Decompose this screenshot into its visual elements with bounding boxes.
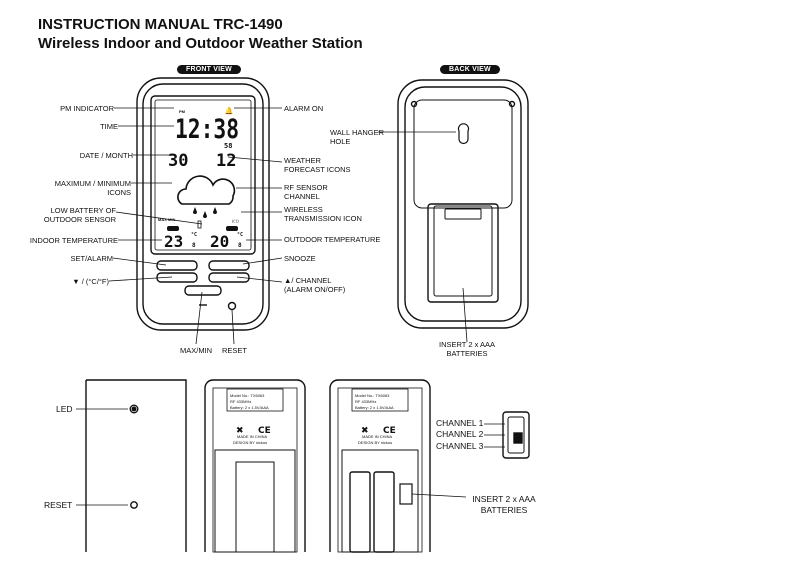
label-channel-1: CHANNEL 1 xyxy=(436,418,484,428)
label-outdoor-temperature: OUTDOOR TEMPERATURE xyxy=(284,235,381,244)
manual-title: INSTRUCTION MANUAL TRC-1490 xyxy=(38,16,283,33)
sensor-plate-1: Model No.: TX6063 RF 433MHz Battery: 2 x… xyxy=(230,393,271,445)
front-device xyxy=(136,77,270,331)
lcd-display: PM 🔔 12:38 58 30 12 MAX MIN ((·)) 23 8 °… xyxy=(158,106,243,251)
sensor-open xyxy=(329,379,530,553)
lcd-day: 30 xyxy=(168,151,188,171)
label-low-battery: LOW BATTERY OF OUTDOOR SENSOR xyxy=(43,206,116,224)
svg-text:Model No.: TX6063: Model No.: TX6063 xyxy=(230,393,265,398)
recycle-icon: ✖ xyxy=(236,426,244,436)
sensor-back xyxy=(204,379,306,553)
label-wireless-icon: WIRELESS TRANSMISSION ICON xyxy=(284,205,362,223)
label-date-month: DATE / MONTH xyxy=(79,151,133,160)
label-back-batteries: INSERT 2 x AAA BATTERIES xyxy=(439,340,495,358)
lcd-pm: PM xyxy=(179,109,186,114)
svg-text:MADE IN CHINA: MADE IN CHINA xyxy=(362,434,393,439)
label-alarm-on: ALARM ON xyxy=(284,104,324,113)
label-max-min-icons: MAXIMUM / MINIMUM ICONS xyxy=(54,179,131,197)
label-sensor-batteries: INSERT 2 x AAA BATTERIES xyxy=(472,494,536,515)
label-rf-channel: RF SENSOR CHANNEL xyxy=(284,183,328,201)
lcd-month: 12 xyxy=(216,151,236,171)
leader-lines xyxy=(76,107,505,506)
svg-text:MADE IN CHINA: MADE IN CHINA xyxy=(237,434,268,439)
lcd-outdoor-dec: 8 xyxy=(238,242,242,249)
manual-subtitle: Wireless Indoor and Outdoor Weather Stat… xyxy=(38,35,363,52)
ce-icon: CE xyxy=(383,426,396,436)
indoor-icon xyxy=(167,226,179,231)
label-weather-icons: WEATHER FORECAST ICONS xyxy=(284,156,351,174)
label-indoor-temperature: INDOOR TEMPERATURE xyxy=(29,236,118,245)
svg-text:RF 433MHz: RF 433MHz xyxy=(355,399,376,404)
cloud-icon xyxy=(177,175,236,205)
lcd-seconds: 58 xyxy=(224,142,232,150)
label-sensor-reset: RESET xyxy=(44,500,73,510)
svg-text:RF 433MHz: RF 433MHz xyxy=(230,399,251,404)
svg-text:Battery: 2 x 1.5V/AAA: Battery: 2 x 1.5V/AAA xyxy=(230,405,269,410)
label-channel-button: ▲/ CHANNEL (ALARM ON/OFF) xyxy=(284,276,346,294)
front-view-tag: FRONT VIEW xyxy=(177,65,241,74)
label-channel-3: CHANNEL 3 xyxy=(436,441,484,451)
sensor-plate-2: Model No.: TX6063 RF 433MHz Battery: 2 x… xyxy=(355,393,396,445)
back-view-tag: BACK VIEW xyxy=(440,65,500,74)
rain-icon xyxy=(193,207,217,218)
lcd-outdoor: 20 xyxy=(210,232,229,251)
svg-text:DESIGN BY nickus: DESIGN BY nickus xyxy=(358,440,392,445)
back-device xyxy=(397,79,529,329)
lcd-indoor: 23 xyxy=(164,232,183,251)
wireless-icon: ((·)) xyxy=(232,218,239,223)
label-unit-button: ▼ / (°C/°F) xyxy=(72,277,109,286)
lcd-time: 12:38 xyxy=(175,114,239,145)
svg-text:Model No.: TX6063: Model No.: TX6063 xyxy=(355,393,390,398)
label-time: TIME xyxy=(100,122,118,131)
channel-icon xyxy=(226,226,238,231)
battery-icon xyxy=(197,220,202,229)
label-set-alarm: SET/ALARM xyxy=(70,254,113,263)
label-wall-hanger: WALL HANGER HOLE xyxy=(330,128,385,146)
label-led: LED xyxy=(56,404,73,414)
sensor-front xyxy=(85,379,187,552)
lcd-indoor-dec: 8 xyxy=(192,242,196,249)
svg-text:Battery: 2 x 1.5V/AAA: Battery: 2 x 1.5V/AAA xyxy=(355,405,394,410)
lcd-outdoor-unit: °C xyxy=(237,232,243,238)
lcd-maxmin: MAX MIN xyxy=(158,217,175,222)
svg-text:DESIGN BY nickus: DESIGN BY nickus xyxy=(233,440,267,445)
label-channel-2: CHANNEL 2 xyxy=(436,429,484,439)
bell-icon: 🔔 xyxy=(225,106,234,115)
lcd-indoor-unit: °C xyxy=(191,232,197,238)
label-max-min: MAX/MIN xyxy=(180,346,213,355)
label-snooze: SNOOZE xyxy=(284,254,316,263)
label-pm-indicator: PM INDICATOR xyxy=(60,104,114,113)
ce-icon: CE xyxy=(258,426,271,436)
recycle-icon: ✖ xyxy=(361,426,369,436)
label-reset: RESET xyxy=(222,346,248,355)
